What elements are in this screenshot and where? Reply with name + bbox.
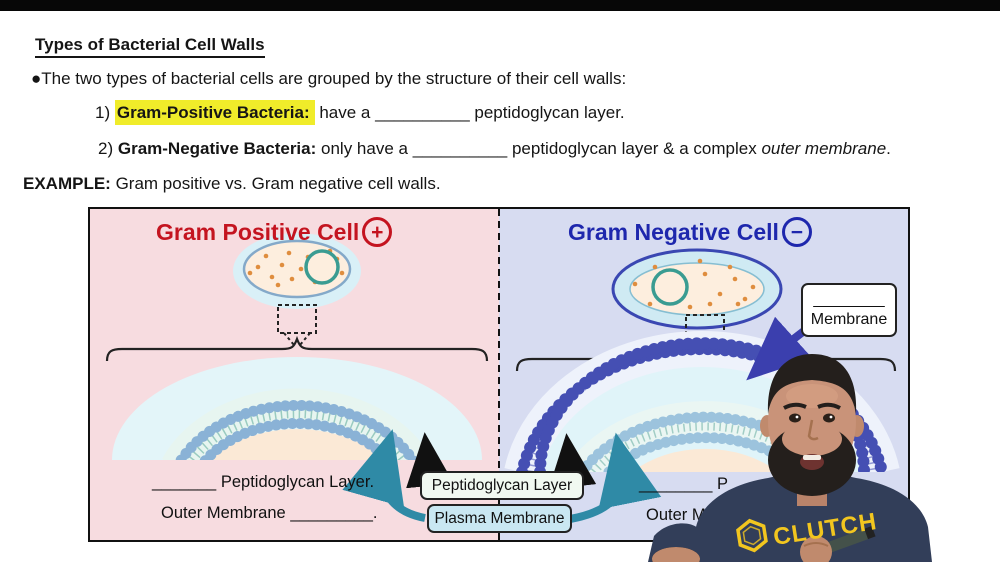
item2-italic-term: outer membrane — [761, 139, 887, 158]
item1-term-highlighted: Gram-Positive Bacteria: — [114, 100, 315, 125]
item2-number: 2) — [98, 139, 114, 158]
right-peptidoglycan-blank: ________ — [639, 475, 713, 493]
instructor: CLUTCH — [648, 354, 932, 562]
item2-period: . — [886, 139, 891, 158]
finger-line — [803, 542, 829, 547]
left-peptidoglycan-label: _______ Peptidoglycan Layer. — [152, 473, 374, 492]
plasma-membrane-arrow-right — [569, 432, 662, 523]
left-peptidoglycan-blank: _______ — [152, 473, 217, 491]
eyebrow-right — [817, 402, 841, 410]
zoom-region-marker — [277, 304, 317, 334]
eye-right — [823, 413, 835, 423]
left-outer-membrane-label: Outer Membrane _________. — [161, 504, 378, 523]
gram-negative-cell-illustration — [515, 248, 897, 372]
forehead-highlight — [786, 384, 838, 408]
item2-text: only have a — [316, 139, 413, 158]
hand-with-marker — [800, 526, 876, 562]
example-text: Gram positive vs. Gram negative cell wal… — [110, 174, 441, 193]
right-outer-membrane-label-partial: Outer M — [646, 506, 706, 524]
plus-icon: + — [362, 217, 393, 247]
right-peptidoglycan-text: P — [712, 475, 729, 493]
note-item-gram-positive: 1) Gram-Positive Bacteria: have a ______… — [95, 100, 625, 125]
bullet-text: The two types of bacterial cells are gro… — [41, 69, 627, 88]
eyebrow-left — [783, 402, 807, 410]
item2-term: Gram-Negative Bacteria: — [117, 139, 317, 158]
membrane-box-label: Membrane — [810, 311, 888, 328]
eye-glint-right — [829, 415, 833, 419]
cytoplasm-interior — [211, 429, 383, 460]
nucleoid-ring — [651, 268, 689, 306]
eye-glint-left — [795, 415, 799, 419]
left-brace — [105, 335, 489, 362]
teeth — [803, 455, 821, 460]
forearm — [652, 547, 700, 562]
bullet-line: ●The two types of bacterial cells are gr… — [31, 69, 626, 89]
gram-positive-title-text: Gram Positive Cell — [156, 218, 360, 245]
nose — [807, 419, 819, 441]
page-title: Types of Bacterial Cell Walls — [35, 35, 265, 58]
left-outer-period: . — [372, 504, 378, 522]
item1-blank: __________ — [375, 103, 470, 122]
cytoplasm-interior — [632, 448, 778, 472]
eye-left — [789, 413, 801, 423]
item1-text-end: peptidoglycan layer. — [469, 103, 625, 122]
gram-negative-title: Gram Negative Cell − — [568, 217, 812, 247]
gram-positive-title: Gram Positive Cell + — [156, 217, 393, 247]
membrane-box-blank: ________ — [813, 291, 885, 308]
left-peptidoglycan-text: Peptidoglycan Layer. — [216, 473, 375, 491]
nucleoid-ring — [304, 249, 340, 285]
item2-blank: __________ — [412, 139, 508, 158]
item2-text-mid: peptidoglycan layer & a complex — [507, 139, 762, 158]
left-outer-text: Outer Membrane — [161, 504, 291, 522]
hexagon-inner — [742, 525, 762, 546]
bullet-marker-icon: ● — [31, 69, 42, 88]
membrane-callout-box: ________ Membrane — [801, 283, 897, 337]
fist — [800, 536, 832, 562]
plasma-membrane-arrow-left — [342, 429, 426, 522]
right-peptidoglycan-label-partial: ________ P — [639, 475, 728, 494]
cell-wall-comparison-diagram: Gram Positive Cell + Gram Negative Cell … — [88, 207, 910, 542]
hexagon-logo-icon — [736, 518, 768, 553]
gram-negative-title-text: Gram Negative Cell — [568, 218, 779, 245]
outer-membrane-arrow — [746, 316, 813, 381]
t-shirt — [692, 471, 932, 562]
item1-number: 1) — [95, 103, 111, 122]
gram-positive-cell-illustration — [105, 233, 489, 362]
video-top-bar — [0, 0, 1000, 11]
example-line: EXAMPLE: Gram positive vs. Gram negative… — [23, 174, 441, 194]
left-outer-blank: _________ — [290, 504, 373, 522]
example-label: EXAMPLE: — [23, 174, 111, 193]
note-item-gram-negative: 2) Gram-Negative Bacteria: only have a _… — [98, 139, 891, 159]
hair — [767, 354, 857, 414]
plasma-membrane-tag: Plasma Membrane — [427, 504, 572, 533]
item1-text: have a — [314, 103, 376, 122]
peptidoglycan-layer-tag: Peptidoglycan Layer — [420, 471, 584, 500]
marker-tip — [864, 526, 876, 540]
marker-pen — [818, 527, 873, 556]
cytoplasm-dots — [632, 258, 756, 310]
minus-icon: − — [781, 217, 812, 247]
callout-arrows — [342, 316, 813, 523]
